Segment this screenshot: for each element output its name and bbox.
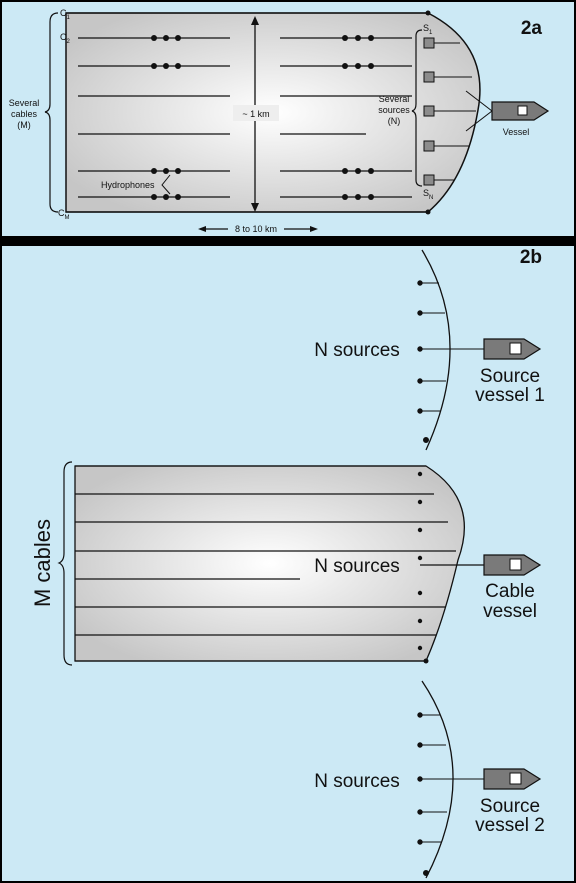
hydrophones-label: Hydrophones (101, 180, 155, 190)
hydrophone (151, 63, 157, 69)
hydrophone (342, 168, 348, 174)
source-box (423, 71, 435, 83)
top-source-arc (421, 249, 451, 451)
source-box (423, 140, 435, 152)
top-source-ticks (417, 280, 484, 443)
panel-b-id: 2b (520, 247, 542, 268)
hydrophone (368, 63, 374, 69)
source-label-s1: S1 (423, 23, 433, 36)
hydrophone (175, 168, 181, 174)
hydrophone (163, 63, 169, 69)
hydrophone (355, 194, 361, 200)
source-vessel-2-line1: Source (480, 796, 540, 817)
source-vessel-1-line2: vessel 1 (475, 385, 545, 406)
source-box (423, 174, 435, 186)
cable-vessel-line2: vessel (483, 601, 537, 622)
hydrophone (342, 194, 348, 200)
vessel-cabin (509, 558, 522, 571)
cable-end (425, 10, 431, 16)
source-boxes (423, 37, 476, 186)
source-vessel-2-line2: vessel 2 (475, 815, 545, 836)
hydrophone (151, 35, 157, 41)
several-cables-line2: cables (11, 109, 38, 119)
top-sources-label: N sources (314, 340, 400, 361)
bottom-sources-label: N sources (314, 771, 400, 792)
panel-a-id: 2a (521, 18, 543, 39)
hydrophone (342, 63, 348, 69)
cable-end (425, 209, 431, 215)
hydrophone (151, 194, 157, 200)
hydrophone (368, 35, 374, 41)
vessel-cabin (509, 342, 522, 355)
cable-label-c2: C2 (60, 32, 71, 45)
hydrophone (151, 168, 157, 174)
bottom-source-arc (421, 680, 454, 879)
hydrophone-dots (151, 10, 431, 215)
sources-brace (411, 29, 423, 187)
length-label: 8 to 10 km (235, 224, 277, 234)
several-cables-line1: Several (9, 98, 40, 108)
length-arrow (198, 226, 318, 232)
hydrophone (355, 63, 361, 69)
cable-vessel-line1: Cable (485, 581, 535, 602)
source-box (423, 37, 435, 49)
middle-source-ticks (417, 471, 429, 664)
several-sources-line1: Several (379, 94, 410, 104)
several-sources-line2: sources (378, 105, 410, 115)
vessel-label: Vessel (503, 127, 530, 137)
width-label: ~ 1 km (242, 109, 269, 119)
hydrophone (355, 35, 361, 41)
hydrophone (175, 194, 181, 200)
hydrophone (163, 194, 169, 200)
hydrophone (355, 168, 361, 174)
hydrophone (342, 35, 348, 41)
source-label-sn: SN (423, 188, 433, 201)
bottom-source-ticks (417, 712, 484, 876)
hydrophones-pointer (161, 174, 171, 195)
width-label-bg (233, 105, 279, 121)
source-vessel-1-line1: Source (480, 366, 540, 387)
several-sources-line3: (N) (388, 116, 401, 126)
hydrophone (175, 35, 181, 41)
several-cables-line3: (M) (17, 120, 31, 130)
cables-brace (44, 12, 59, 213)
cable-spread (74, 465, 465, 662)
m-cables-label: M cables (30, 519, 55, 607)
hydrophone (163, 168, 169, 174)
hydrophone (368, 168, 374, 174)
hydrophone (163, 35, 169, 41)
vessel-cabin (517, 105, 528, 116)
middle-sources-label: N sources (314, 556, 400, 577)
hydrophone (175, 63, 181, 69)
hydrophone (368, 194, 374, 200)
cable-label-c1: C1 (60, 8, 71, 21)
cable-lines (75, 465, 456, 662)
vessel-cabin (509, 772, 522, 785)
source-box (423, 105, 435, 117)
cable-label-cm: CM (58, 208, 70, 221)
m-cables-brace (57, 461, 73, 666)
